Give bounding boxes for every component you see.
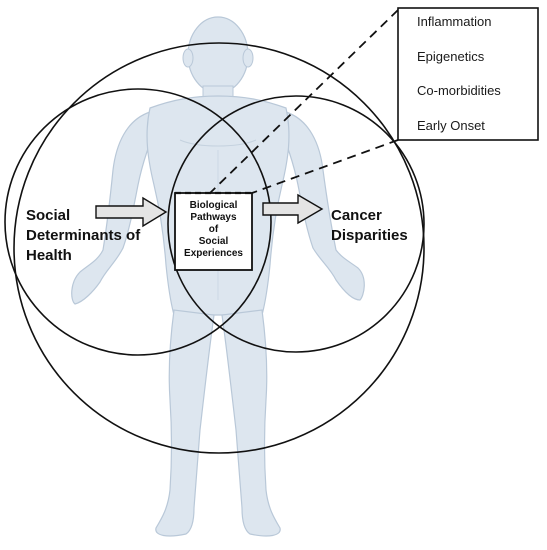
callout-line-top <box>209 9 399 194</box>
callout-item-inflammation: Inflammation <box>417 14 491 29</box>
left-label-line-2: Determinants of <box>26 227 141 244</box>
callout-line-bottom <box>251 139 399 194</box>
center-box-line-3: of <box>209 224 219 235</box>
right-label-line-1: Cancer <box>331 207 382 224</box>
right-label-line-2: Disparities <box>331 227 408 244</box>
center-box-line-5: Experiences <box>184 248 243 259</box>
body-ear-left <box>182 48 194 68</box>
human-body-silhouette-icon <box>71 16 365 537</box>
center-box <box>174 192 253 271</box>
body-leg-left <box>155 309 215 537</box>
body-head <box>187 16 249 94</box>
body-leg-right <box>221 309 281 537</box>
center-box-line-4: Social <box>199 236 229 247</box>
callout-item-early-onset: Early Onset <box>417 118 485 133</box>
center-box-line-1: Biological <box>190 200 238 211</box>
center-box-line-2: Pathways <box>190 212 237 223</box>
callout-item-comorbidities: Co-morbidities <box>417 83 501 98</box>
right-circle <box>167 95 425 353</box>
right-arrow-icon-right <box>262 193 324 225</box>
left-label-line-3: Health <box>26 247 72 264</box>
right-arrow-icon-left <box>95 196 168 228</box>
callout-item-epigenetics: Epigenetics <box>417 49 485 64</box>
outer-circle <box>13 42 425 454</box>
left-circle <box>4 88 272 356</box>
body-ear-right <box>242 48 254 68</box>
callout-box <box>397 7 539 141</box>
left-label-line-1: Social <box>26 207 70 224</box>
body-chest-line <box>179 139 257 147</box>
